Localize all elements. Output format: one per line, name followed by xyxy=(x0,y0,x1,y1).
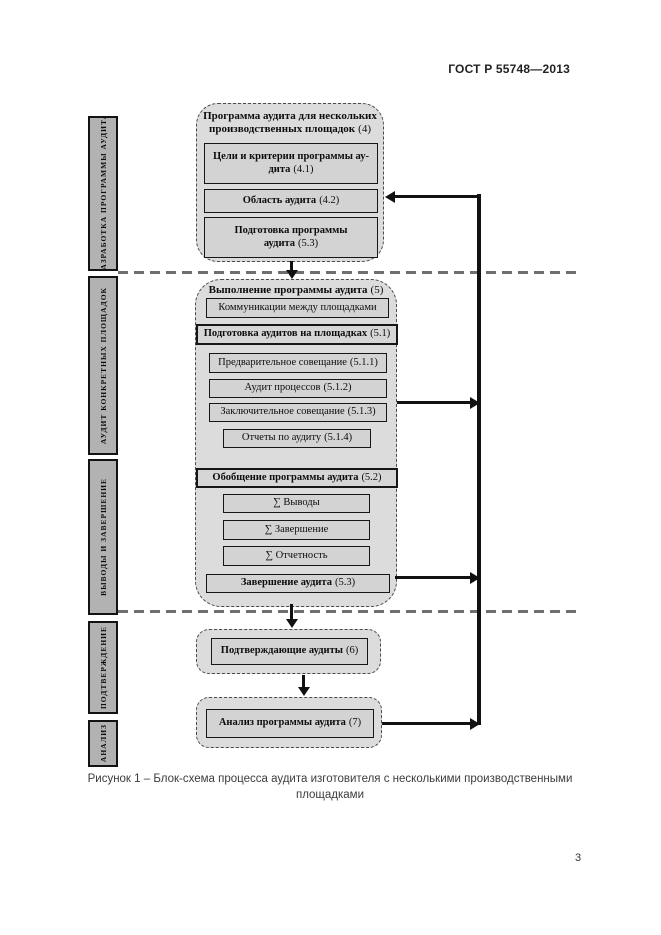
flow-arrow-confirmation-to-analysis xyxy=(302,675,305,687)
node-opening-meeting: Предварительное совещание(5.1.1) xyxy=(209,353,387,373)
group-programme-analysis: Анализ программы аудита(7) xyxy=(196,697,382,748)
phase-band-conclusions: ВЫВОДЫ И ЗАВЕРШЕНИЕ xyxy=(88,459,118,615)
flow-arrow-execution-to-confirmation xyxy=(290,604,293,619)
node-sum-completion: ∑ Завершение xyxy=(223,520,370,540)
node-programme-analysis: Анализ программы аудита(7) xyxy=(206,709,374,738)
section-separator-1 xyxy=(118,271,580,274)
phase-band-confirmation: ПОДТВЕРЖДЕНИЕ xyxy=(88,621,118,714)
group-confirming-audits: Подтверждающие аудиты(6) xyxy=(196,629,381,674)
section-separator-2 xyxy=(118,610,580,613)
phase-band-program-development: РАЗРАБОТКА ПРОГРАММЫ АУДИТА xyxy=(88,116,118,271)
node-confirming-audits: Подтверждающие аудиты(6) xyxy=(211,638,368,665)
page-number: 3 xyxy=(574,852,582,864)
feedback-arrow-from-analysis xyxy=(382,722,470,725)
flow-arrow-programme-to-execution xyxy=(290,261,293,270)
node-closing-meeting: Заключительное совещание(5.1.3) xyxy=(209,403,387,422)
node-programme-summary: Обобщение программы аудита(5.2) xyxy=(196,468,398,488)
feedback-arrow-from-closing-meeting xyxy=(397,401,470,404)
node-audit-scope: Область аудита(4.2) xyxy=(204,189,378,213)
phase-label: АУДИТ КОНКРЕТНЫХ ПЛОЩАДОК xyxy=(98,286,108,445)
node-programme-preparation: Подготовка программы аудита(5.3) xyxy=(204,217,378,258)
figure-caption: Рисунок 1 – Блок-схема процесса аудита и… xyxy=(87,773,573,801)
node-sum-conclusions: ∑ Выводы xyxy=(223,494,370,513)
feedback-arrow-from-audit-completion xyxy=(395,576,470,579)
group-title: Программа аудита для нескольких производ… xyxy=(203,110,377,135)
phase-label: РАЗРАБОТКА ПРОГРАММЫ АУДИТА xyxy=(98,116,108,271)
node-audit-completion: Завершение аудита(5.3) xyxy=(206,574,390,593)
phase-label: ВЫВОДЫ И ЗАВЕРШЕНИЕ xyxy=(98,478,108,596)
node-process-audit: Аудит процессов(5.1.2) xyxy=(209,379,387,398)
feedback-arrow-into-scope xyxy=(395,195,481,198)
node-site-communications: Коммуникации между площадками xyxy=(206,298,389,318)
phase-label: ПОДТВЕРЖДЕНИЕ xyxy=(98,625,108,710)
group-programme-execution: Выполнение программы аудита(5) Коммуника… xyxy=(195,279,398,607)
feedback-vertical-line xyxy=(477,194,481,725)
group-audit-programme: Программа аудита для нескольких производ… xyxy=(196,103,384,262)
node-site-audit-preparation: Подготовка аудитов на площадках(5.1) xyxy=(196,324,398,345)
node-sum-reporting: ∑ Отчетность xyxy=(223,546,370,566)
document-header: ГОСТ Р 55748—2013 xyxy=(448,62,570,76)
node-goals-criteria: Цели и критерии программы ау-дита(4.1) xyxy=(204,143,378,184)
phase-band-analysis: АНАЛИЗ xyxy=(88,720,118,767)
node-audit-reports: Отчеты по аудиту(5.1.4) xyxy=(223,429,371,448)
group-title: Выполнение программы аудита(5) xyxy=(208,284,384,296)
phase-label: АНАЛИЗ xyxy=(98,724,108,763)
phase-band-site-audits: АУДИТ КОНКРЕТНЫХ ПЛОЩАДОК xyxy=(88,276,118,455)
